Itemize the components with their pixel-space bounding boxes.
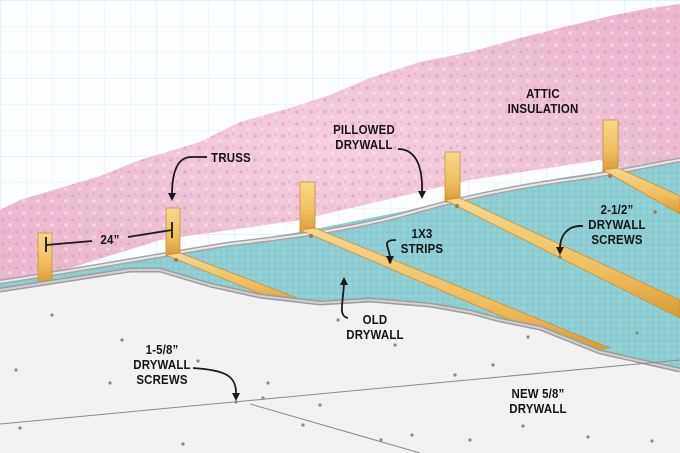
furring-strips	[39, 167, 680, 353]
label-line: STRIPS	[400, 241, 444, 256]
label-line: OLD	[362, 312, 388, 327]
label-line: PILLOWED	[333, 122, 395, 137]
label-pillowed-drywall: PILLOWED DRYWALL	[330, 122, 399, 152]
label-line: DRYWALL	[335, 137, 393, 152]
label-line: 1X3	[411, 226, 433, 241]
label-new-drywall: NEW 5/8” DRYWALL	[503, 386, 573, 416]
label-line: DRYWALL	[588, 217, 646, 232]
label-line: INSULATION	[507, 101, 579, 116]
label-line: TRUSS	[211, 150, 251, 165]
label-truss: TRUSS	[208, 150, 254, 165]
label-line: ATTIC	[526, 86, 560, 101]
label-line: DRYWALL	[346, 327, 404, 342]
label-line: SCREWS	[591, 232, 643, 247]
label-attic-insulation: ATTIC INSULATION	[503, 86, 582, 116]
label-line: SCREWS	[136, 372, 188, 387]
label-spacing: 24”	[94, 232, 126, 247]
arrowheads	[168, 191, 564, 401]
label-old-drywall: OLD DRYWALL	[344, 312, 406, 342]
callout-arrows	[45, 148, 584, 396]
new-drywall	[0, 270, 680, 453]
label-line: 1-5/8”	[145, 342, 179, 357]
label-line: DRYWALL	[133, 357, 191, 372]
label-1x3-strips: 1X3 STRIPS	[397, 226, 446, 256]
label-2-1-2-screws: 2-1/2” DRYWALL SCREWS	[584, 202, 649, 247]
label-1-5-8-screws: 1-5/8” DRYWALL SCREWS	[131, 342, 193, 387]
label-line: 2-1/2”	[600, 202, 634, 217]
label-line: DRYWALL	[509, 401, 567, 416]
screw-heads	[14, 313, 654, 446]
trusses	[37, 119, 619, 284]
label-line: 24”	[100, 232, 120, 247]
label-line: NEW 5/8”	[511, 386, 565, 401]
